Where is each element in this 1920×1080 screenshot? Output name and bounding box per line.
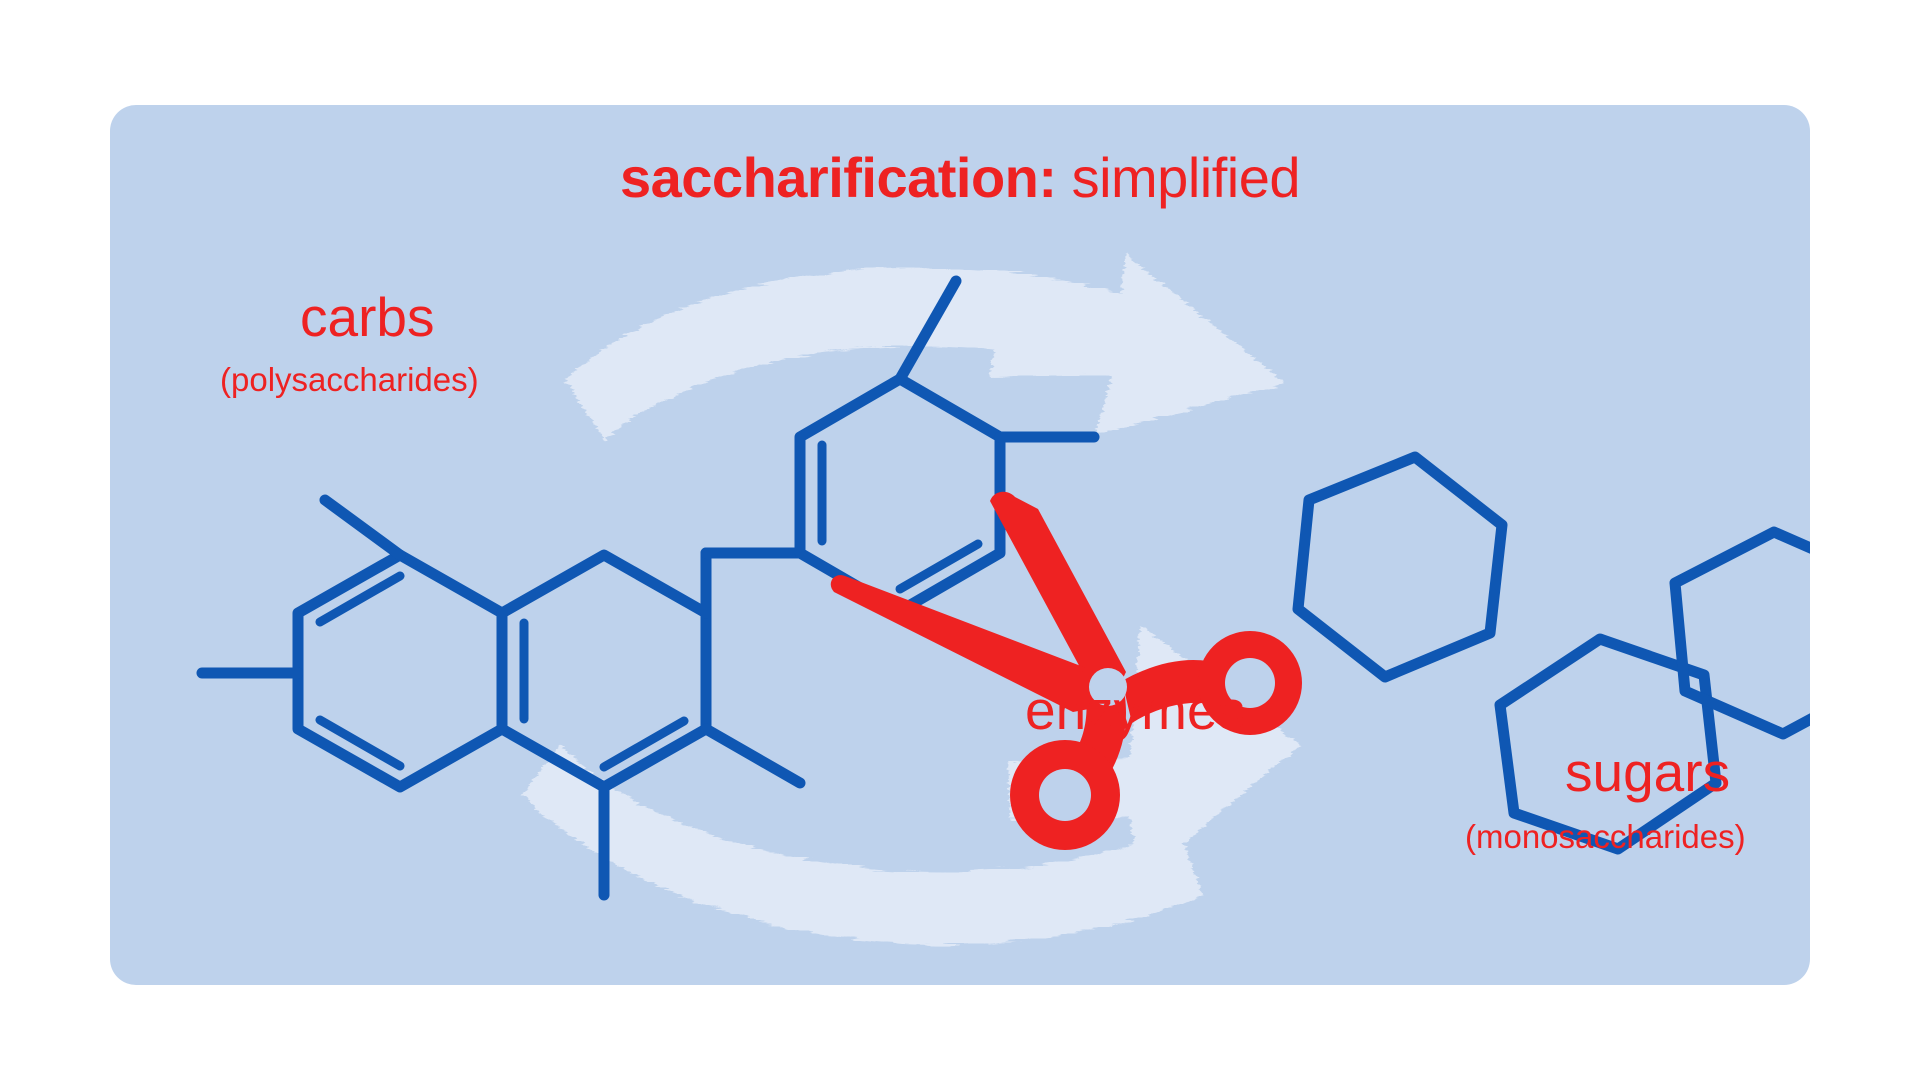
enzymes-label: enzymes	[1025, 679, 1246, 741]
sugars-label: sugars	[1565, 741, 1731, 803]
sugars-sublabel: (monosaccharides)	[1465, 818, 1746, 855]
diagram-artwork	[196, 255, 1810, 945]
carbs-sublabel: (polysaccharides)	[220, 361, 479, 398]
top-arrow-right	[565, 255, 1285, 440]
diagram-panel: saccharification: simplified carbs (poly…	[110, 105, 1810, 985]
polysaccharide-structure	[196, 275, 1100, 901]
scissors-icon	[830, 491, 1302, 850]
title-regular-part: simplified	[1071, 146, 1301, 209]
monosaccharide-hexagons	[1292, 451, 1810, 855]
sugar-hexagon-1	[1292, 451, 1508, 683]
title-bold-part: saccharification:	[619, 146, 1057, 209]
page-title: saccharification: simplified	[110, 150, 1810, 206]
sugar-hexagon-3	[1669, 526, 1810, 740]
carbs-label: carbs	[300, 286, 435, 348]
sugar-hexagon-2	[1494, 633, 1722, 855]
